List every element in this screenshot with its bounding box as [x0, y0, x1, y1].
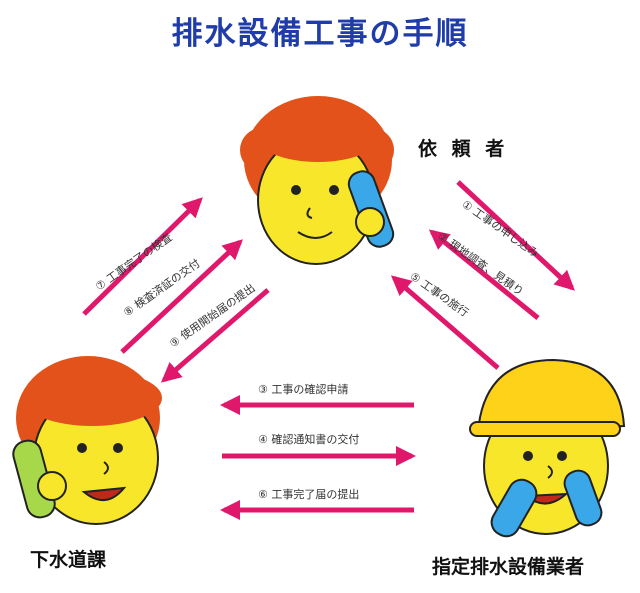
sewer-division-illustration: [12, 356, 162, 525]
arrow-step9: [160, 288, 270, 383]
role-contractor-label: 指定排水設備業者: [432, 556, 585, 578]
step-6-label: ⑥ 工事完了届の提出: [258, 488, 360, 501]
role-client-label: 依 頼 者: [418, 138, 509, 160]
step-3-label: ③ 工事の確認申請: [258, 383, 349, 396]
step-4-label: ④ 確認通知書の交付: [258, 433, 360, 446]
arrow-step5: [390, 275, 500, 370]
diagram-title: 排水設備工事の手順: [171, 16, 469, 52]
role-sewer-division-label: 下水道課: [30, 549, 107, 571]
arrow-step1: [456, 180, 575, 291]
contractor-illustration: [469, 358, 626, 538]
arrow-step8: [120, 239, 243, 354]
arrow-step2: [428, 229, 540, 320]
client-illustration: [240, 96, 395, 265]
arrow-step7: [82, 197, 203, 316]
